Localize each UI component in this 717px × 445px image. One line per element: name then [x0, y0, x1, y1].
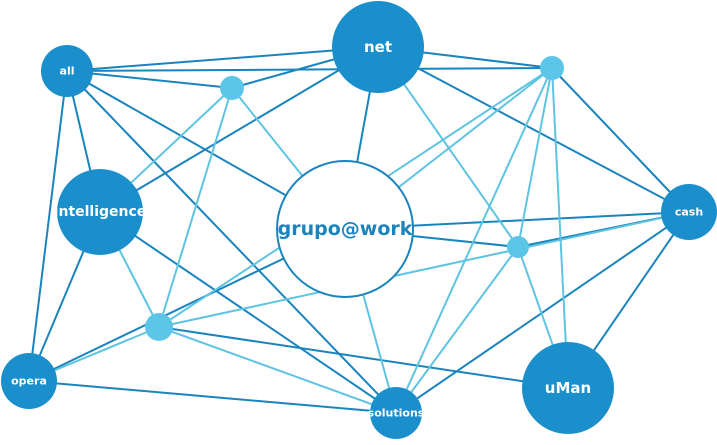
edge-solutions-cash — [395, 211, 690, 414]
edge-hub-b-hub-c — [517, 67, 553, 248]
node-hub-b — [540, 56, 564, 80]
edge-hub-d-solutions — [158, 326, 397, 414]
node-circle-cash — [661, 184, 717, 240]
node-solutions: solutions — [368, 387, 425, 439]
edge-hub-b-uman — [551, 67, 569, 389]
edge-all-opera — [28, 70, 68, 382]
edge-hub-b-cash — [551, 67, 690, 213]
node-circle-hub-d — [145, 313, 173, 341]
node-net: net — [332, 1, 424, 93]
node-circle-uman — [522, 342, 614, 434]
node-hub-a — [220, 76, 244, 100]
node-hub-c — [507, 236, 529, 258]
node-label-intelligence: intelligence — [54, 204, 147, 220]
edge-cash-hub-d — [158, 211, 690, 328]
node-circle-opera — [1, 353, 57, 409]
edge-hub-a-hub-d — [158, 87, 233, 328]
edge-opera-solutions — [28, 380, 397, 414]
node-circle-net — [332, 1, 424, 93]
node-label-solutions: solutions — [368, 407, 425, 420]
edge-intelligence-solutions — [99, 211, 397, 414]
node-hub-d — [145, 313, 173, 341]
edge-hub-b-solutions — [395, 67, 553, 414]
node-circle-hub-b — [540, 56, 564, 80]
node-opera: opera — [1, 353, 57, 409]
node-center: grupo@work — [276, 160, 414, 298]
node-circle-solutions — [370, 387, 422, 439]
edge-all-net — [66, 46, 379, 72]
node-circle-hub-a — [220, 76, 244, 100]
edge-hub-c-solutions — [395, 246, 519, 414]
edge-all-hub-b — [66, 67, 553, 72]
edge-hub-d-uman — [158, 326, 569, 389]
node-label-net: net — [364, 38, 392, 56]
node-uman: uMan — [522, 342, 614, 434]
node-label-cash: cash — [675, 206, 703, 219]
node-cash: cash — [661, 184, 717, 240]
node-circle-intelligence — [57, 169, 143, 255]
node-label-center: grupo@work — [278, 218, 413, 240]
node-circle-all — [41, 45, 93, 97]
node-label-uman: uMan — [545, 379, 591, 397]
node-all: all — [41, 45, 93, 97]
node-circle-center — [276, 160, 414, 298]
edge-all-solutions — [66, 70, 397, 414]
edge-all-hub-a — [66, 70, 233, 89]
node-intelligence: intelligence — [54, 169, 147, 255]
edge-net-intelligence — [99, 46, 379, 213]
node-label-all: all — [60, 65, 75, 78]
node-circle-hub-c — [507, 236, 529, 258]
node-label-opera: opera — [11, 375, 47, 388]
edge-net-cash — [377, 46, 690, 213]
